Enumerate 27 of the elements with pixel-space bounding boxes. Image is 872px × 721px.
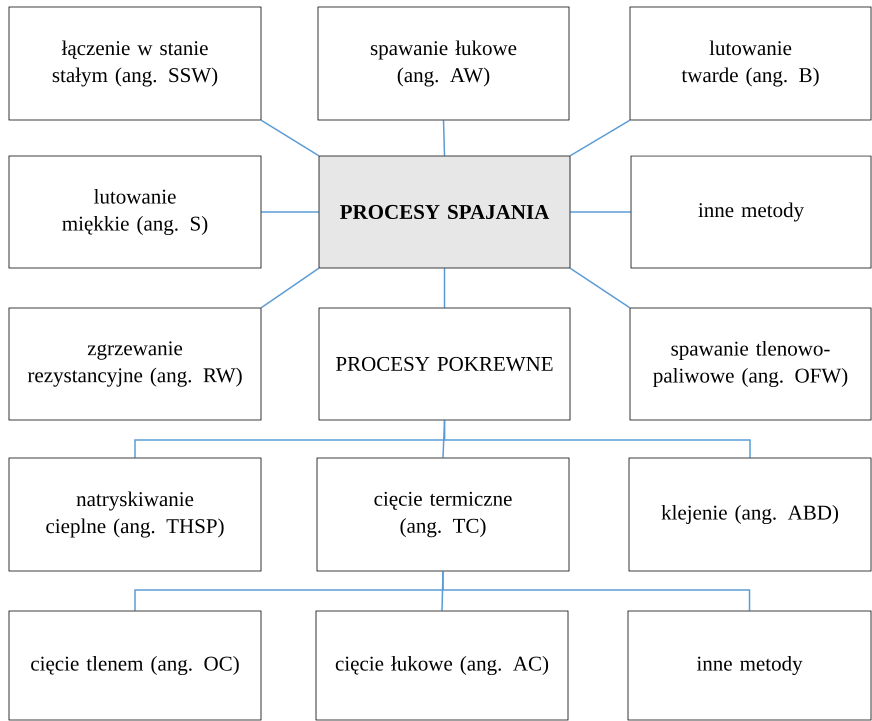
connector-line <box>570 211 631 213</box>
connector-line <box>261 120 319 156</box>
connector-line <box>444 420 751 458</box>
connector-line <box>442 571 750 611</box>
category-box: cięcie tlenem (ang. OC) <box>8 610 262 720</box>
category-box: klejenie (ang. ABD) <box>628 458 872 572</box>
category-box: cięcie termiczne (ang. TC) <box>316 458 570 572</box>
connector-line <box>441 571 444 611</box>
connector-line <box>442 120 446 156</box>
category-box: natryskiwanie cieplne (ang. THSP) <box>8 458 262 572</box>
connector-line <box>261 211 319 213</box>
connector-line <box>570 120 630 156</box>
connector-line <box>260 268 320 308</box>
category-box: spawanie tlenowo-paliwowe (ang. OFW) <box>630 308 872 420</box>
process-box: PROCESY SPAJANIA <box>318 156 570 268</box>
category-box: inne metody <box>630 156 872 268</box>
category-box: PROCESY POKREWNE <box>318 308 570 420</box>
connector-line <box>442 420 446 458</box>
category-box: inne metody <box>628 610 872 720</box>
category-box: spawanie łukowe (ang. AW) <box>318 6 570 120</box>
category-box: lutowanie miękkie (ang. S) <box>8 156 262 268</box>
category-box: cięcie łukowe (ang. AC) <box>316 610 568 720</box>
connector-line <box>570 268 630 308</box>
connector-line <box>444 268 446 308</box>
category-box: zgrzewanie rezystancyjne (ang. RW) <box>8 308 262 420</box>
category-box: łączenie w stanie stałym (ang. SSW) <box>8 6 262 120</box>
category-box: lutowanie twarde (ang. B) <box>630 6 872 120</box>
